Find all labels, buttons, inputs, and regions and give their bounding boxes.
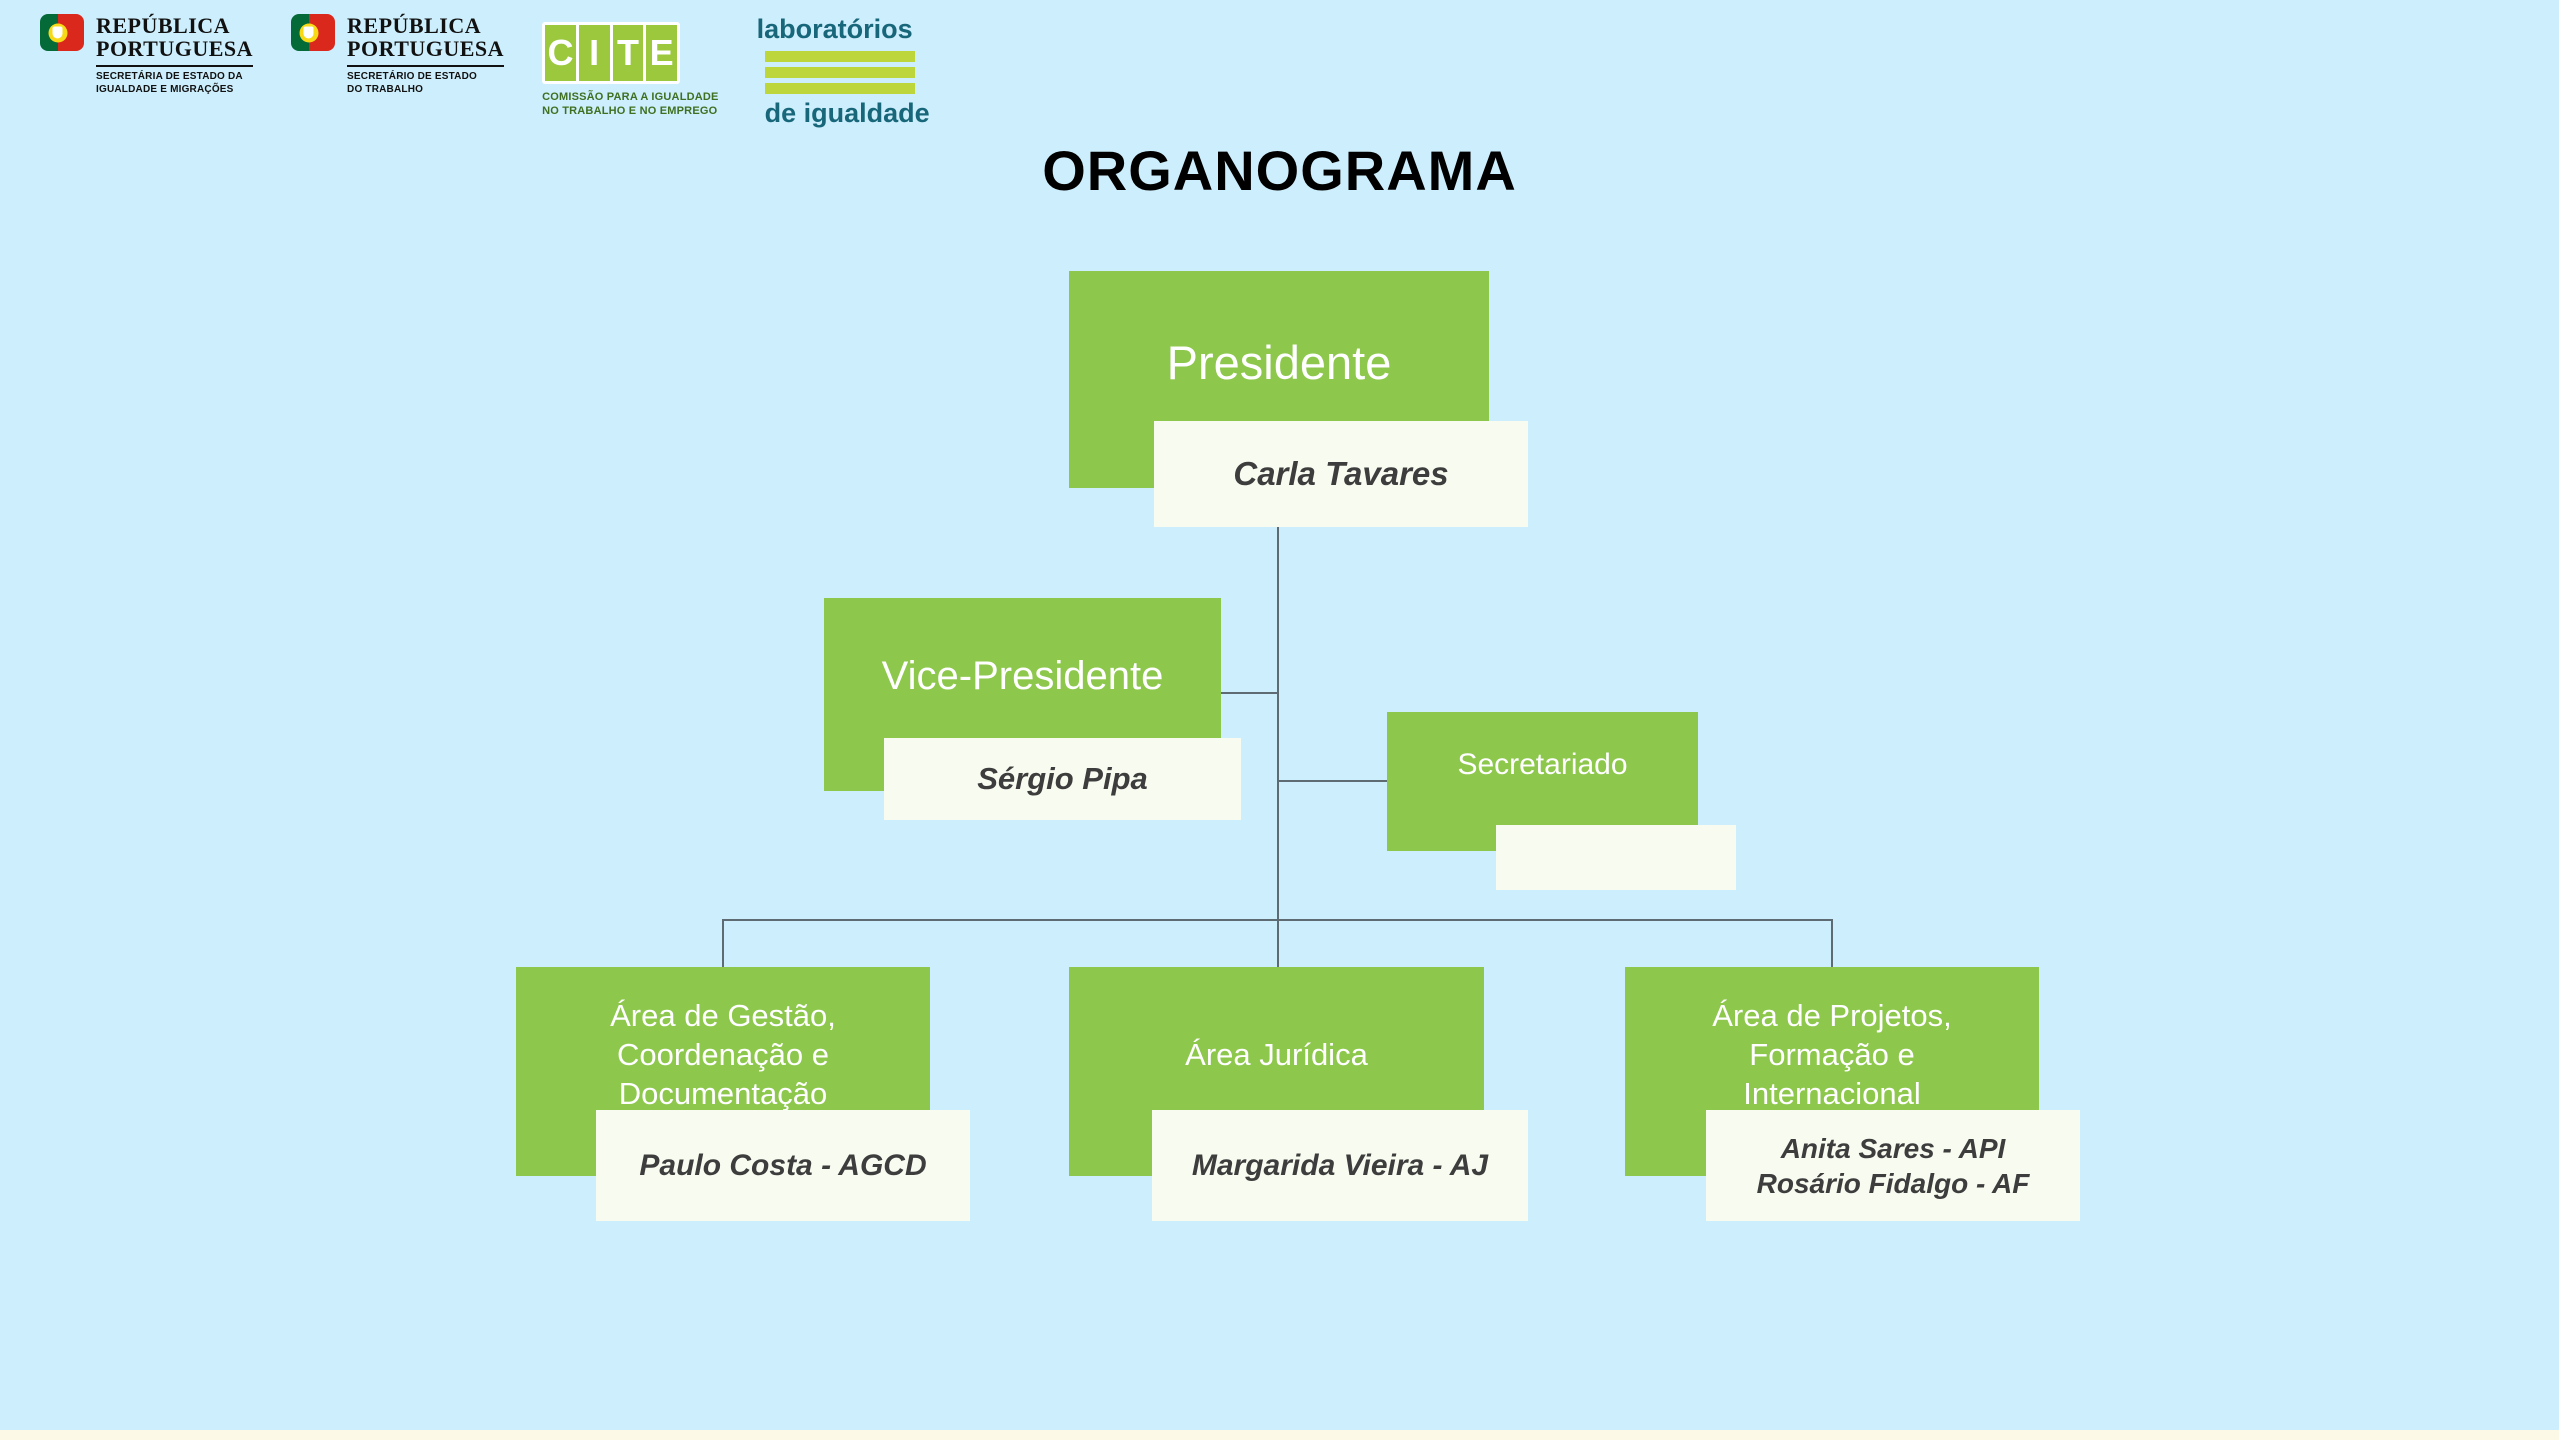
- portugal-flag-icon: [40, 14, 84, 51]
- logo-laboratorios-igualdade: laboratórios de igualdade: [757, 16, 930, 127]
- cite-letter: E: [646, 25, 678, 81]
- org-box-area-projetos-title: Área de Projetos, Formação e Internacion…: [1712, 998, 1952, 1111]
- gov-subtitle: SECRETÁRIA DE ESTADO DA IGUALDADE E MIGR…: [96, 71, 243, 95]
- org-card-area-juridica-name: Margarida Vieira - AJ: [1152, 1110, 1528, 1221]
- page-title: ORGANOGRAMA: [1042, 139, 1517, 202]
- connector-vice-president: [1221, 692, 1279, 694]
- connector-president-down: [1277, 527, 1279, 921]
- connector-area3-drop: [1831, 919, 1833, 967]
- org-box-area-juridica-title: Área Jurídica: [1185, 1037, 1368, 1073]
- portugal-flag-icon: [291, 14, 336, 51]
- gov-name: REPÚBLICA PORTUGUESA: [96, 13, 254, 62]
- vice-president-name: Sérgio Pipa: [977, 761, 1148, 796]
- labs-word-2: de igualdade: [764, 98, 930, 128]
- area-gestao-name: Paulo Costa - AGCD: [639, 1148, 927, 1182]
- cite-letter: C: [545, 25, 576, 81]
- cite-letter: T: [612, 25, 644, 81]
- org-card-area-gestao-name: Paulo Costa - AGCD: [596, 1110, 970, 1221]
- area-juridica-name: Margarida Vieira - AJ: [1191, 1148, 1489, 1182]
- org-box-secretariat-title: Secretariado: [1457, 747, 1628, 781]
- divider: [96, 65, 254, 68]
- labs-word-1: laboratórios: [756, 14, 913, 44]
- org-card-president-name: Carla Tavares: [1154, 421, 1528, 527]
- logo-cite: C I T E COMISSÃO PARA A IGUALDADE NO TRA…: [542, 22, 719, 119]
- cite-acronym-icon: C I T E: [542, 22, 681, 84]
- org-box-area-gestao-title: Área de Gestão, Coordenação e Documentaç…: [610, 998, 836, 1111]
- logo-gov-equality: REPÚBLICA PORTUGUESA SECRETÁRIA DE ESTAD…: [40, 13, 254, 96]
- gov-subtitle: SECRETÁRIO DE ESTADO DO TRABALHO: [347, 71, 477, 95]
- cite-letter: I: [578, 25, 610, 81]
- divider: [347, 65, 505, 68]
- org-card-secretariat-name: [1496, 825, 1736, 890]
- connector-area1-drop: [722, 919, 724, 967]
- connector-area2-drop: [1277, 919, 1279, 967]
- org-box-secretariat: Secretariado: [1387, 712, 1698, 851]
- logo-bar: REPÚBLICA PORTUGUESA SECRETÁRIA DE ESTAD…: [40, 14, 930, 127]
- org-box-president-title: Presidente: [1166, 336, 1392, 389]
- org-box-vice-president-title: Vice-Presidente: [881, 654, 1164, 698]
- cite-subtitle: COMISSÃO PARA A IGUALDADE NO TRABALHO E …: [542, 91, 719, 118]
- logo-gov-labour: REPÚBLICA PORTUGUESA SECRETÁRIO DE ESTAD…: [291, 13, 505, 96]
- org-card-area-projetos-name: Anita Sares - API Rosário Fidalgo - AF: [1706, 1110, 2080, 1221]
- president-name: Carla Tavares: [1233, 455, 1449, 492]
- gov-name: REPÚBLICA PORTUGUESA: [347, 13, 505, 62]
- connector-secretariat: [1277, 780, 1387, 782]
- area-projetos-names: Anita Sares - API Rosário Fidalgo - AF: [1756, 1132, 2030, 1199]
- bottom-strip: [0, 1430, 2559, 1440]
- org-card-vice-president-name: Sérgio Pipa: [884, 738, 1241, 820]
- labs-stripes-icon: [764, 51, 915, 94]
